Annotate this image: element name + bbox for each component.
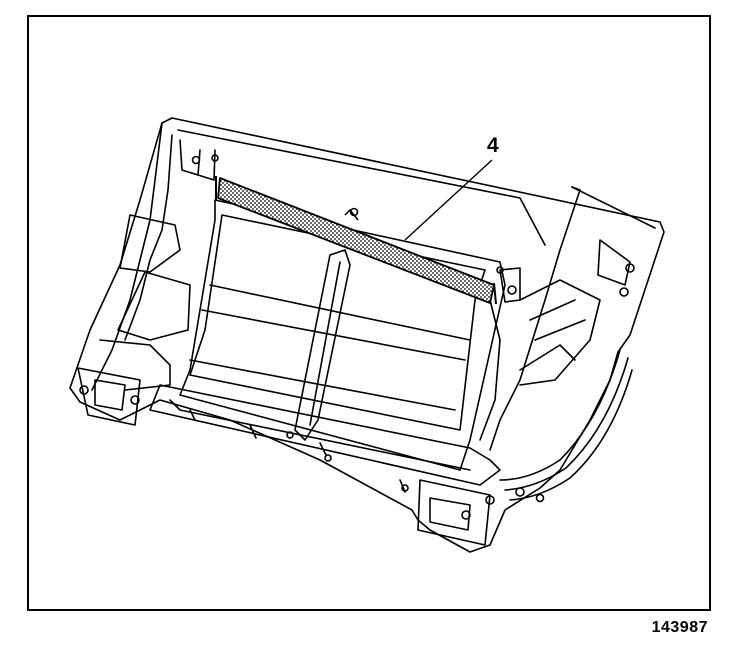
- tubing: [499, 349, 621, 481]
- callout-number: 4: [487, 134, 499, 157]
- left-foot: [77, 367, 141, 426]
- housing-top-rim: [177, 129, 656, 246]
- right-blower-section: [489, 186, 581, 451]
- cabin-air-filter: [215, 176, 497, 305]
- housing-outer-outline: [69, 117, 665, 553]
- bottom-rail: [149, 384, 501, 486]
- illustration-frame: [27, 15, 711, 611]
- screw: [191, 155, 201, 165]
- right-foot: [417, 479, 491, 546]
- callout-leader-line: [404, 159, 493, 241]
- left-wall: [91, 122, 163, 391]
- left-partition: [119, 214, 181, 273]
- figure-id: 143987: [651, 619, 708, 636]
- center-divider: [294, 249, 351, 441]
